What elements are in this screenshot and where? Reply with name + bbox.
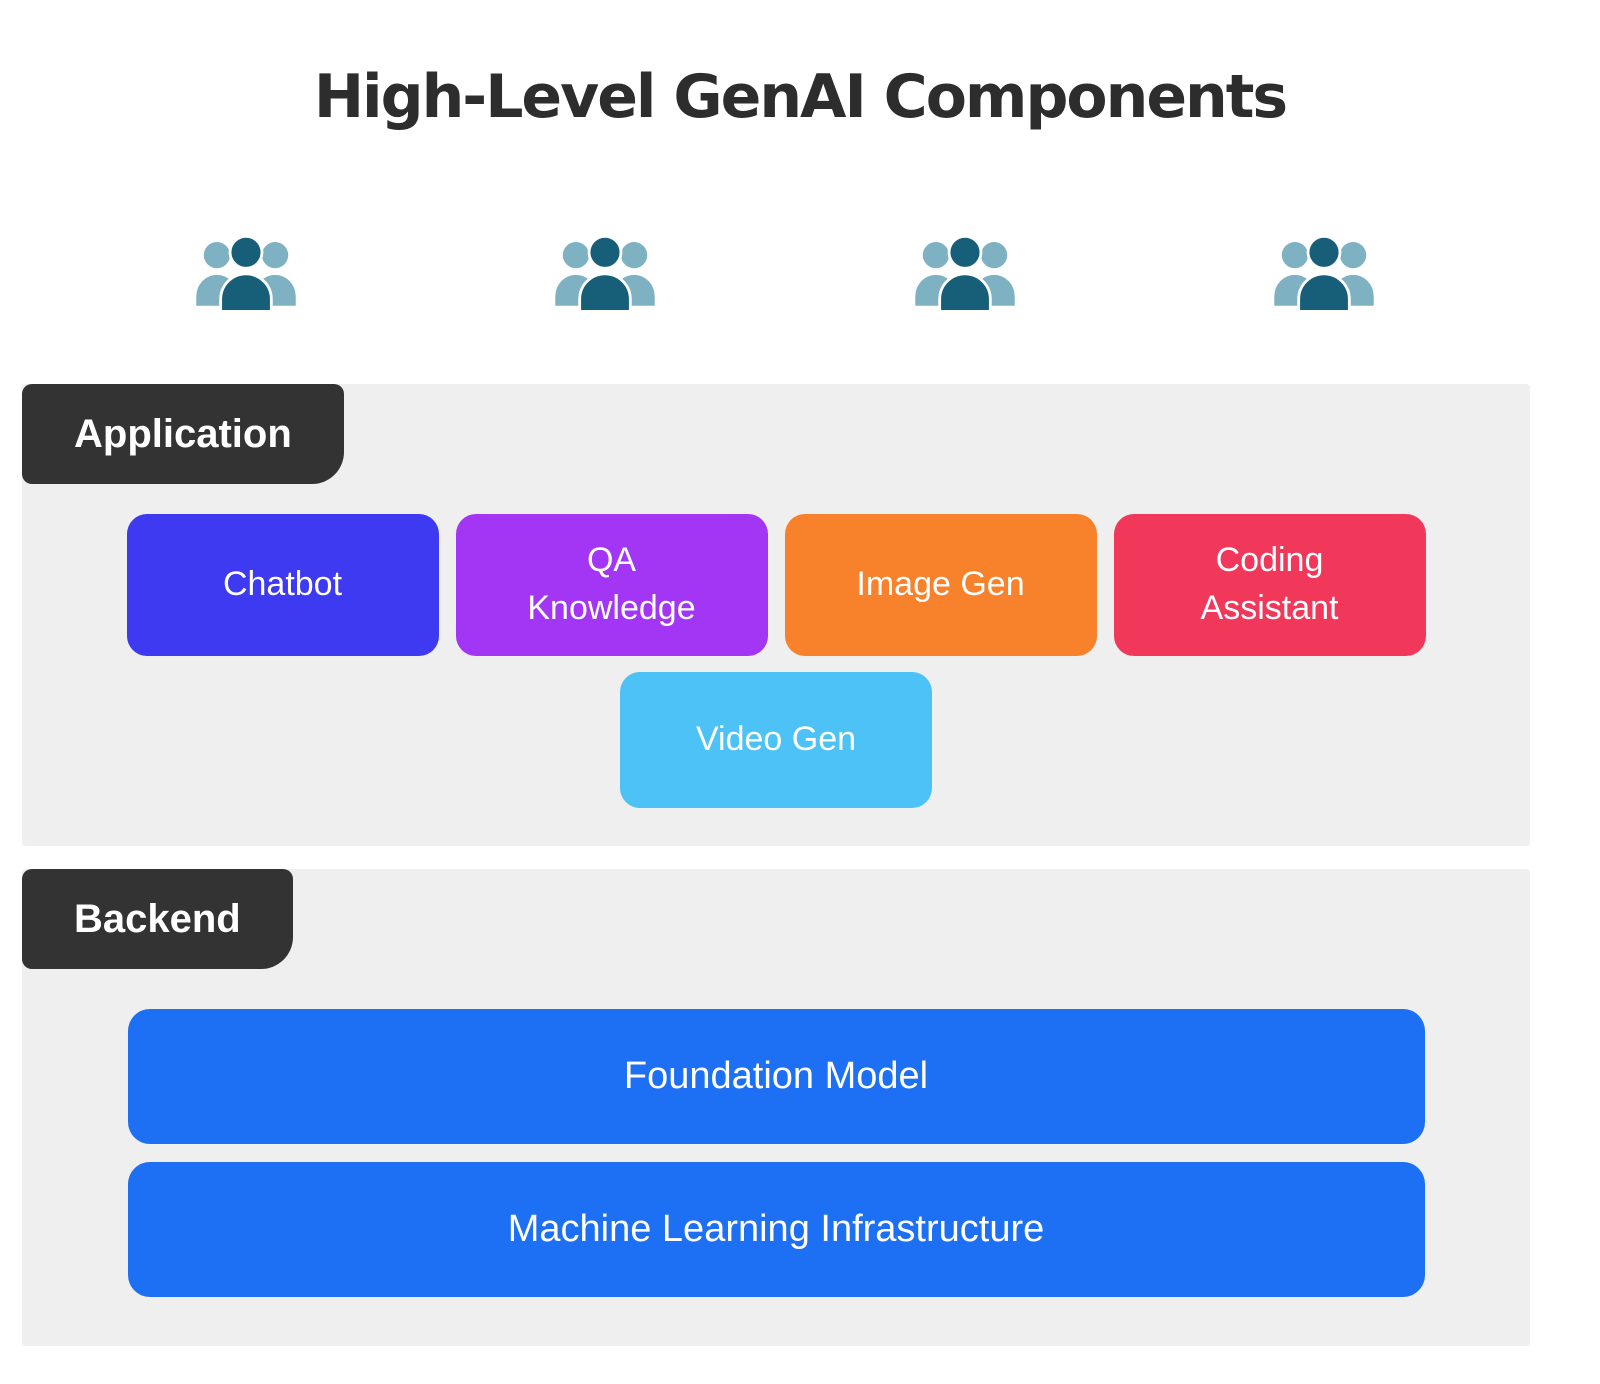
user-group-icon [196, 234, 296, 313]
application-panel: Application Chatbot QA Knowledge Image G… [22, 384, 1530, 846]
coding-assistant-box: Coding Assistant [1113, 514, 1426, 656]
foundation-model-bar-label: Foundation Model [623, 1055, 929, 1097]
application-box-row: Chatbot QA Knowledge Image Gen Coding As… [22, 514, 1530, 656]
person-center-icon [219, 272, 273, 313]
user-group-icon [914, 234, 1015, 313]
backend-panel: Backend Foundation Model Machine Learnin… [22, 869, 1530, 1346]
ml-infrastructure-bar-label: Machine Learning Infrastructure [507, 1208, 1045, 1250]
person-center-icon [228, 234, 264, 270]
user-group-icon [555, 234, 656, 313]
person-center-icon [937, 272, 992, 313]
qa-knowledge-box: QA Knowledge [455, 514, 768, 656]
person-side-icon [922, 241, 949, 269]
chatbot-box-label: Chatbot [222, 565, 343, 604]
person-center-icon [1297, 272, 1351, 313]
page-title: High-Level GenAI Components [313, 62, 1288, 132]
users-row [0, 226, 1600, 318]
person-center-icon [587, 234, 623, 270]
backend-bar-stack: Foundation Model Machine Learning Infras… [22, 969, 1530, 1297]
backend-section-label-text: Backend [74, 896, 241, 941]
user-group-icon [1274, 234, 1374, 313]
foundation-model-bar: Foundation Model [127, 1009, 1425, 1144]
image-gen-box: Image Gen [784, 514, 1097, 656]
person-side-icon [621, 241, 648, 269]
person-side-icon [563, 241, 590, 269]
application-section-label-text: Application [74, 411, 292, 456]
page: High-Level GenAI Components [0, 62, 1600, 1346]
application-section-label: Application [22, 384, 344, 484]
backend-section-label: Backend [22, 869, 293, 969]
person-center-icon [578, 272, 633, 313]
person-side-icon [261, 241, 289, 269]
chatbot-box: Chatbot [126, 514, 439, 656]
person-side-icon [980, 241, 1007, 269]
image-gen-box-label: Image Gen [856, 565, 1025, 604]
coding-assistant-box-label: Coding Assistant [1200, 541, 1339, 627]
video-gen-row: Video Gen [22, 672, 1530, 808]
person-side-icon [1281, 241, 1309, 269]
person-side-icon [1339, 241, 1367, 269]
person-center-icon [1306, 234, 1342, 270]
ml-infrastructure-bar: Machine Learning Infrastructure [127, 1162, 1425, 1297]
video-gen-box: Video Gen [620, 672, 932, 808]
person-center-icon [947, 234, 983, 270]
video-gen-box-label: Video Gen [695, 720, 857, 759]
person-side-icon [203, 241, 231, 269]
qa-knowledge-box-label: QA Knowledge [527, 541, 696, 627]
